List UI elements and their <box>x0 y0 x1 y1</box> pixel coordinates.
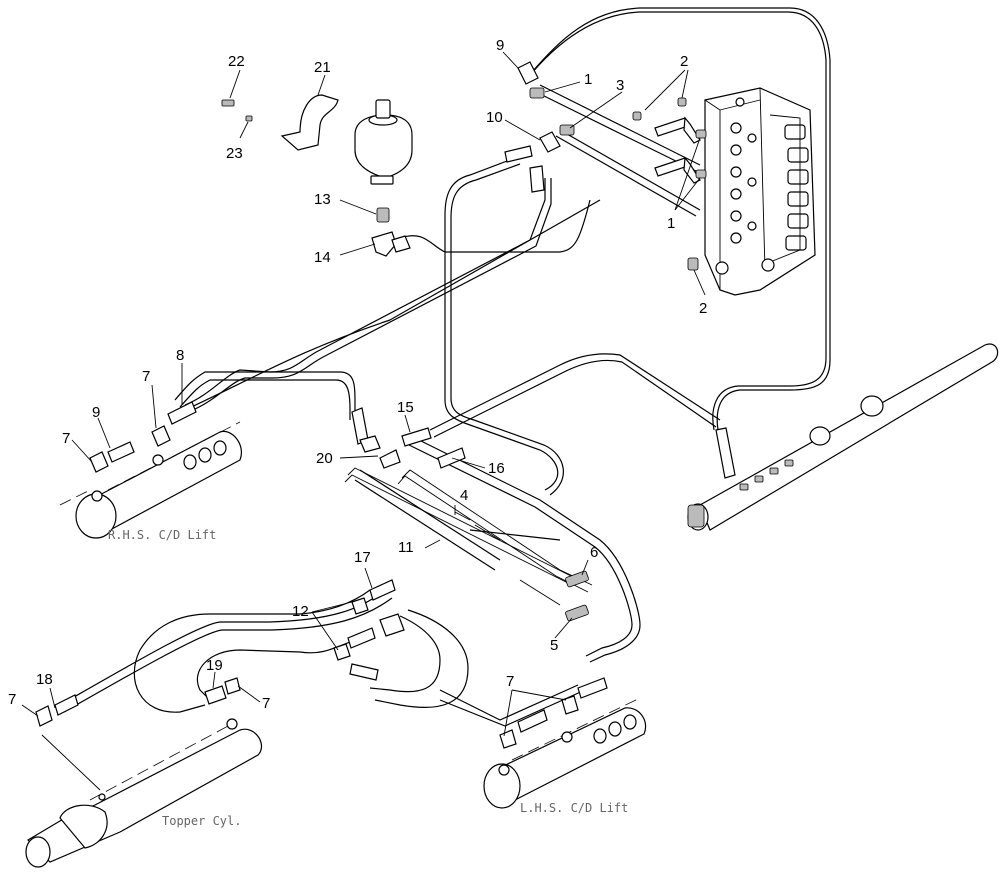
label-lhs-cd-lift: L.H.S. C/D Lift <box>520 801 628 815</box>
topper-cylinder <box>25 677 263 868</box>
callout-11: 11 <box>398 539 414 556</box>
callout-7-rhs-top: 7 <box>142 368 150 385</box>
callout-23: 23 <box>226 145 243 162</box>
callout-10: 10 <box>486 109 503 126</box>
callout-13: 13 <box>314 191 331 208</box>
callout-2-top: 2 <box>680 53 688 70</box>
topper-fittings <box>333 579 405 681</box>
callout-1-top: 1 <box>584 71 592 88</box>
callout-numbers: 9 1 3 10 2 1 2 22 21 23 13 14 8 7 9 7 15… <box>8 37 707 712</box>
callout-15: 15 <box>397 399 414 416</box>
label-rhs-cd-lift: R.H.S. C/D Lift <box>108 528 216 542</box>
callout-21: 21 <box>314 59 331 76</box>
top-fittings <box>504 61 575 193</box>
callout-7-topper-right: 7 <box>262 695 270 712</box>
callout-18: 18 <box>36 671 53 688</box>
callout-5: 5 <box>550 637 558 654</box>
label-topper-cyl: Topper Cyl. <box>162 814 241 828</box>
valve-sections <box>769 114 809 263</box>
steel-tubes <box>344 467 593 622</box>
callout-1-valve: 1 <box>667 215 675 232</box>
hose-routes <box>59 7 831 727</box>
callout-12: 12 <box>292 603 309 620</box>
callout-2-valve: 2 <box>699 300 707 317</box>
callout-9-top: 9 <box>496 37 504 54</box>
callout-14: 14 <box>314 249 331 266</box>
callout-6: 6 <box>590 544 598 561</box>
callout-3: 3 <box>616 77 624 94</box>
callout-4: 4 <box>460 487 468 504</box>
callout-19: 19 <box>206 657 223 674</box>
right-pipe <box>687 343 999 531</box>
clamp <box>221 94 339 151</box>
valve-bank <box>632 87 816 296</box>
valve-fittings <box>654 116 707 184</box>
callout-7-topper: 7 <box>8 691 16 708</box>
callout-7-lhs: 7 <box>506 673 514 690</box>
callout-22: 22 <box>228 53 245 70</box>
rhs-cylinder <box>59 401 242 539</box>
callout-8: 8 <box>176 347 184 364</box>
center-fittings <box>351 407 466 469</box>
leader-lines <box>21 51 706 737</box>
callout-17: 17 <box>354 549 371 566</box>
accumulator <box>354 99 413 257</box>
callout-20: 20 <box>316 450 333 467</box>
callout-16: 16 <box>488 460 505 477</box>
lhs-cylinder <box>483 677 647 809</box>
valve-ports <box>730 97 757 244</box>
callout-7-rhs: 7 <box>62 430 70 447</box>
callout-9-rhs: 9 <box>92 404 100 421</box>
component-labels: R.H.S. C/D Lift L.H.S. C/D Lift Topper C… <box>108 528 628 828</box>
